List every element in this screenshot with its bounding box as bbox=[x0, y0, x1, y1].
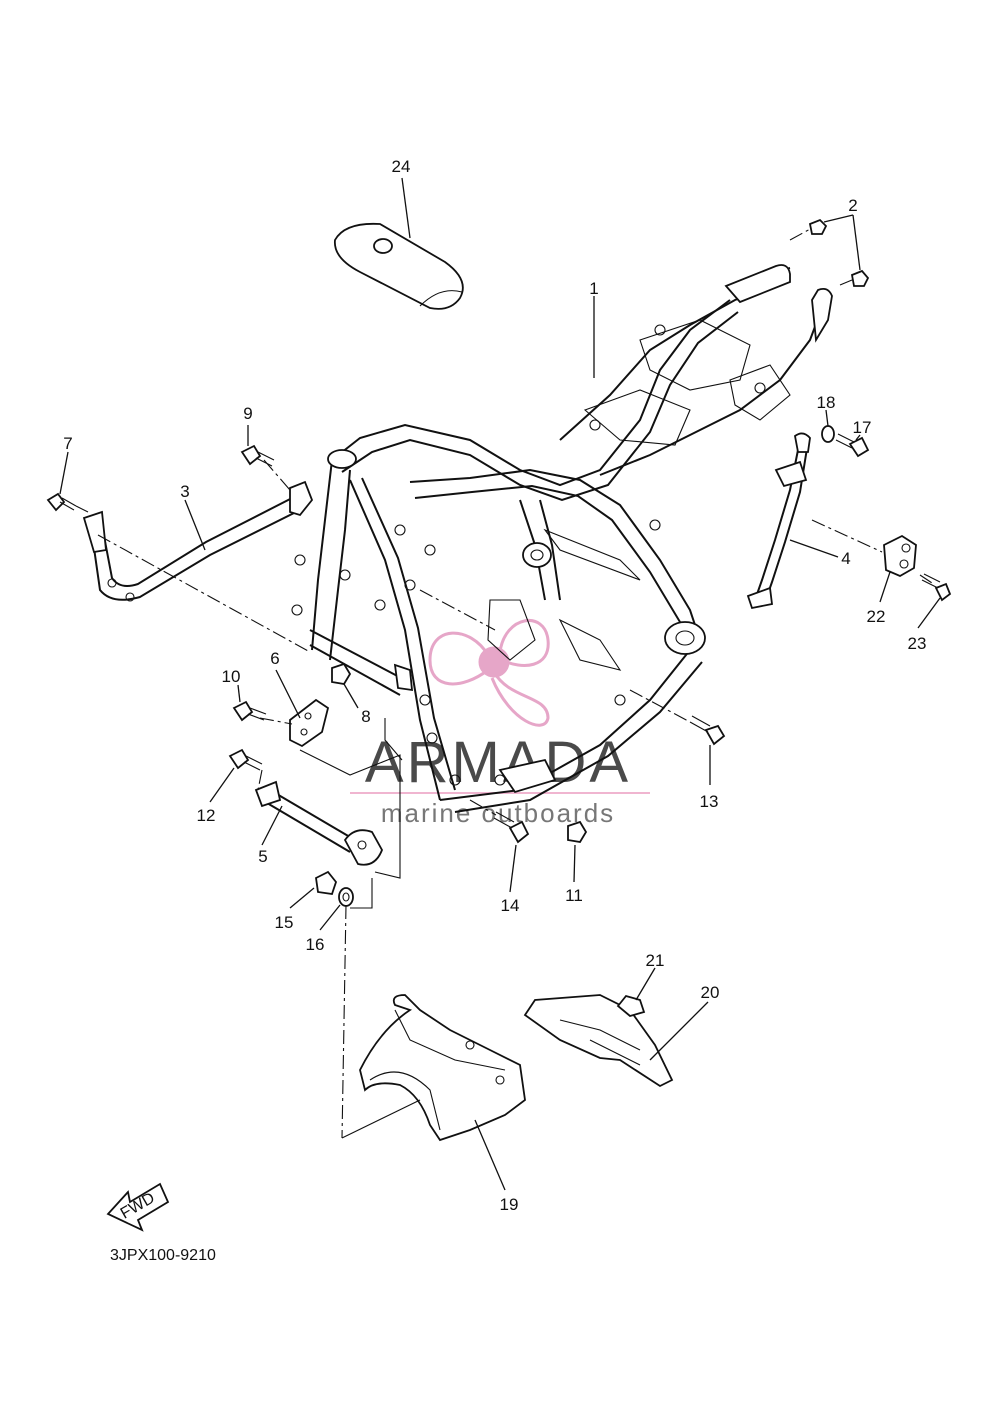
part-16-washer bbox=[338, 887, 354, 907]
part-5-link bbox=[254, 780, 383, 866]
callout-18: 18 bbox=[817, 393, 836, 412]
callout-13: 13 bbox=[700, 792, 719, 811]
callout-2: 2 bbox=[848, 196, 857, 215]
part-7-bolt bbox=[46, 492, 77, 512]
part-8-nut bbox=[331, 662, 352, 685]
part-24-pad bbox=[334, 222, 464, 310]
callout-4: 4 bbox=[841, 549, 850, 568]
leader-lines bbox=[59, 177, 941, 1191]
callout-16: 16 bbox=[306, 935, 325, 954]
callout-9: 9 bbox=[243, 404, 252, 423]
callout-17: 17 bbox=[853, 418, 872, 437]
callouts: 1 2 3 4 5 6 7 8 9 10 11 12 13 14 15 16 1… bbox=[63, 157, 926, 1214]
watermark-name: ARMADA bbox=[365, 730, 631, 795]
part-22-clamp bbox=[883, 534, 917, 578]
callout-8: 8 bbox=[361, 707, 370, 726]
callout-20: 20 bbox=[701, 983, 720, 1002]
propeller-icon bbox=[428, 619, 550, 727]
callout-21: 21 bbox=[646, 951, 665, 970]
callout-19: 19 bbox=[500, 1195, 519, 1214]
part-15-collar bbox=[315, 870, 338, 895]
group-brackets bbox=[299, 718, 421, 1139]
callout-23: 23 bbox=[908, 634, 927, 653]
callout-14: 14 bbox=[501, 896, 520, 915]
callout-10: 10 bbox=[222, 667, 241, 686]
callout-1: 1 bbox=[589, 279, 598, 298]
part-6-plate bbox=[289, 698, 330, 748]
part-14-bolt bbox=[493, 811, 530, 844]
part-1-frame bbox=[291, 264, 833, 813]
callout-15: 15 bbox=[275, 913, 294, 932]
part-10-bolt bbox=[232, 700, 267, 722]
callout-22: 22 bbox=[867, 607, 886, 626]
part-9-bolt bbox=[240, 444, 275, 467]
part-12-bolt bbox=[228, 748, 263, 771]
part-2-caps bbox=[808, 218, 870, 287]
part-23-bolt bbox=[921, 573, 952, 602]
callout-24: 24 bbox=[392, 157, 411, 176]
part-19-cover bbox=[359, 994, 526, 1142]
part-3-bracket bbox=[82, 480, 314, 602]
callout-5: 5 bbox=[258, 847, 267, 866]
part-21-clip bbox=[616, 994, 646, 1017]
part-13-bolt bbox=[689, 715, 726, 746]
callout-11: 11 bbox=[565, 886, 583, 905]
alignment-lines bbox=[75, 227, 936, 1139]
part-4-bracket bbox=[746, 432, 811, 610]
callout-3: 3 bbox=[180, 482, 189, 501]
part-17-bolt bbox=[835, 433, 870, 458]
fwd-arrow-icon: FWD bbox=[106, 1182, 170, 1232]
part-20-cover bbox=[523, 994, 674, 1088]
callout-6: 6 bbox=[270, 649, 279, 668]
part-18-washer bbox=[821, 425, 835, 443]
part-11-nut bbox=[567, 820, 588, 843]
diagram-code: 3JPX100-9210 bbox=[110, 1247, 216, 1264]
callout-12: 12 bbox=[197, 806, 216, 825]
callout-7: 7 bbox=[63, 434, 72, 453]
